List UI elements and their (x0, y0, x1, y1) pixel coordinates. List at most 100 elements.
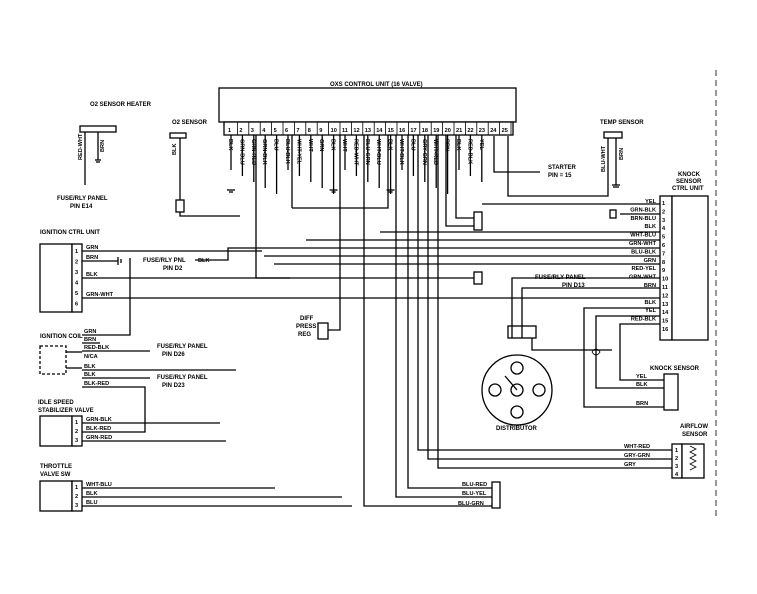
ecu-wire-label: GRN (318, 139, 324, 151)
fuse-d2-wire: BLK (198, 258, 210, 264)
idle-pin-2: 2 (75, 429, 78, 435)
diff-label-1: DIFF (300, 316, 314, 322)
ecu-pin-number: 10 (331, 128, 337, 134)
diff-label-3: REG (298, 332, 311, 338)
ign-pin-number: 3 (75, 270, 78, 276)
airflow-wire-1: WHT-RED (624, 444, 650, 450)
knock-pin-number: 4 (662, 226, 666, 232)
airflow-pin-1: 1 (675, 448, 678, 454)
ecu-pin-number: 19 (433, 128, 439, 134)
ecu-wire-label: GRN-RED (250, 139, 256, 165)
fuse-d26-pin: PIN D26 (162, 352, 185, 358)
idle-pin-1: 1 (75, 420, 78, 426)
ecu-pin-number: 22 (467, 128, 473, 134)
idle-wire-2: BLK-RED (86, 426, 111, 432)
ecu-pin-number: 13 (365, 128, 371, 134)
coil-wire-nca: N/CA (84, 354, 98, 360)
knock-wire-label: WHT-BLU (630, 233, 656, 239)
temp-sensor: TEMP SENSOR BLU-WHT BRN (507, 120, 644, 197)
idle-pin-3: 3 (75, 438, 78, 444)
ecu-pin-number: 8 (308, 128, 311, 134)
knock-ctrl-wires: YELGRN-BLKBRN-BLUBLKWHT-BLUGRN-WHTBLU-BL… (629, 199, 657, 323)
knock-pin-number: 13 (662, 302, 668, 308)
knock-wire-brn: BRN (636, 401, 648, 407)
airflow-wire-3: GRY (624, 462, 636, 468)
airflow-label-1: AIRFLOW (680, 424, 708, 430)
ecu-pin-number: 6 (285, 128, 288, 134)
fuse-d13-pin: PIN D13 (562, 283, 585, 289)
knock-pin-number: 3 (662, 218, 665, 224)
ecu-wire-label: BLU-GRN (364, 139, 370, 165)
temp-wire-2: BRN (619, 148, 625, 160)
airflow-label-2: SENSOR (682, 432, 708, 438)
control-unit-title: OXS CONTROL UNIT (16 VALVE) (330, 82, 423, 88)
ign-pin-number: 6 (75, 302, 78, 308)
ecu-wire-label: BLK (227, 139, 233, 151)
temp-sensor-label: TEMP SENSOR (600, 120, 644, 126)
starter-wire (493, 136, 540, 173)
knock-pin-number: 6 (662, 243, 665, 249)
fuse-d2-wire-line (195, 247, 236, 261)
knock-pin-number: 9 (662, 268, 665, 274)
knock-wire-label: GRN (644, 258, 656, 264)
knock-pin-number: 16 (662, 327, 668, 333)
knock-wire-label: BLK (645, 224, 657, 230)
ecu-wire-label: BLK (455, 139, 461, 151)
ignition-coil-label: IGNITION COIL (40, 334, 83, 340)
distributor: DISTRIBUTOR (481, 277, 672, 432)
knock-wire-label: BRN (644, 283, 656, 289)
wire-connector-a2 (445, 135, 474, 227)
control-unit-wires (227, 135, 483, 194)
fuse-d23-pin: PIN D23 (162, 383, 185, 389)
ecu-pin-number: 21 (456, 128, 462, 134)
ign-pin-number: 2 (75, 260, 78, 266)
ign-wire-grnwht: GRN-WHT (86, 292, 114, 298)
ecu-pin-number: 23 (479, 128, 485, 134)
ecu-pin-number: 7 (296, 128, 299, 134)
ecu-wire-label: BLU (273, 139, 279, 151)
knock-pin-number: 8 (662, 260, 665, 266)
knock-wire-label: BRN-BLU (631, 216, 656, 222)
coil-wire-brn: BRN (84, 337, 96, 343)
knock-wire-label: RED-YEL (631, 266, 656, 272)
diff-label-2: PRESS (296, 324, 316, 330)
distributor-label: DISTRIBUTOR (496, 426, 538, 432)
coil-wire-redblk: RED-BLK (84, 345, 109, 351)
bottom-connector: BLU-RED BLU-YEL BLU-GRN (363, 135, 501, 509)
throttle-pin-1: 1 (75, 485, 78, 491)
knock-pin-number: 2 (662, 209, 665, 215)
throttle-wire-1: WHT-BLU (86, 482, 112, 488)
knock-wire-label: BLU-BLK (631, 249, 656, 255)
ecu-wire-label: BLU-BLK (284, 139, 290, 164)
knock-pin-number: 10 (662, 277, 668, 283)
ecu-wire-label: WHT-BLK (398, 139, 404, 165)
ecu-pin-number: 12 (353, 128, 359, 134)
o2-heater-wire-1: RED-WHT (78, 133, 84, 160)
throttle-pin-3: 3 (75, 503, 78, 509)
wire-connector-a (455, 135, 474, 219)
fuse-d26-label: FUSE/RLY PANEL (157, 344, 208, 350)
o2-heater-wire-2: BRN (100, 140, 106, 152)
idle-wire-1: GRN-BLK (86, 417, 112, 423)
idle-wire-3: GRN-RED (86, 435, 112, 441)
ecu-pin-number: 2 (239, 128, 242, 134)
ecu-pin-number: 20 (445, 128, 451, 134)
ign-wire-blk: BLK (86, 272, 98, 278)
connector-a (473, 211, 483, 231)
knock-pin-number: 7 (662, 251, 665, 257)
starter-label: STARTER (548, 165, 577, 171)
bottom-wire-3: BLU-GRN (458, 501, 484, 507)
ecu-pin-number: 17 (410, 128, 416, 134)
knock-sensor-ctrl-unit: KNOCK SENSOR CTRL UNIT 12345678910111213… (629, 172, 709, 341)
bottom-wire-1: BLU-RED (462, 482, 487, 488)
ecu-pin-number: 18 (422, 128, 428, 134)
ecu-pin-number: 15 (388, 128, 394, 134)
ecu-wire-label: YEL (478, 139, 484, 150)
ecu-pin-number: 3 (251, 128, 254, 134)
knock-wire-label: RED-BLK (631, 317, 656, 323)
throttle-label-1: THROTTLE (40, 464, 72, 470)
throttle-label-2: VALVE SW (40, 472, 71, 478)
